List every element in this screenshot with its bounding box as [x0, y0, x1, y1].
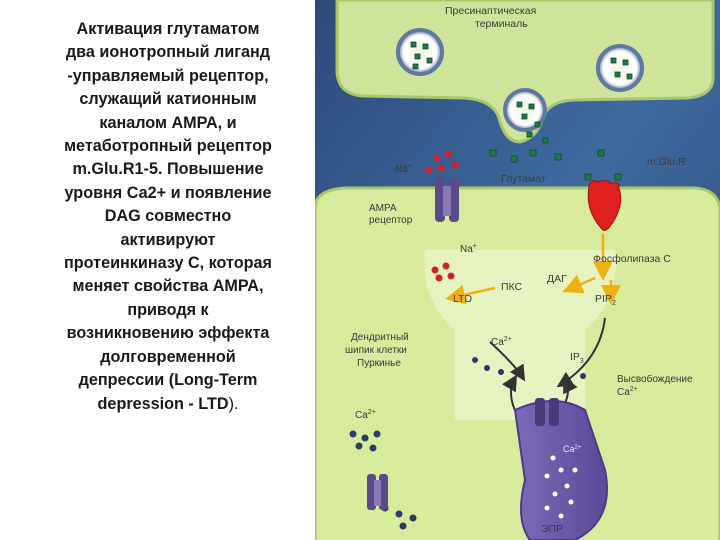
- mglur-receptor: [587, 179, 622, 231]
- spine-label: Дендритный: [351, 332, 409, 343]
- spine-membrane: [315, 186, 720, 540]
- sodium-ions-top: [425, 150, 459, 174]
- calcium-channel: [367, 474, 388, 510]
- ampa-label-2: рецептор: [369, 215, 413, 226]
- presynaptic-label-2: терминаль: [475, 18, 528, 30]
- description-line: depression - LTD).: [22, 393, 314, 416]
- description-line: служащий катионным: [79, 90, 257, 109]
- description-line: уровня Са2+ и появление: [64, 183, 272, 202]
- description-line: m.Glu.R1-5. Повышение: [72, 160, 264, 179]
- description-text: Активация глутаматом два ионотропный лиг…: [22, 18, 314, 416]
- presynaptic-label: Пресинаптическая: [445, 5, 536, 17]
- calcium-release-label-2: Ca2+: [617, 386, 638, 398]
- calcium-label-left: Ca2+: [355, 409, 376, 421]
- signaling-arrows: [445, 234, 621, 305]
- ip3-label: IP3: [570, 351, 584, 365]
- phospholipase-label: Фосфолипаза С: [593, 253, 671, 265]
- description-line: возникновению эффекта: [66, 324, 270, 343]
- dag-label: ДАГ: [547, 273, 567, 285]
- description-line: метаботропный рецептор: [64, 137, 272, 156]
- spine-label-3: Пуркинье: [357, 358, 401, 369]
- description-line: депрессии (Long-Term: [78, 371, 258, 390]
- glutamate-label: Глутамат: [501, 173, 546, 185]
- description-line: меняет свойства АМРА,: [72, 277, 264, 296]
- calcium-ions-er: [544, 455, 578, 519]
- sodium-label-mid: Na+: [460, 243, 477, 255]
- description-line: активируют: [120, 230, 216, 249]
- er-label: ЭПР: [541, 523, 563, 535]
- ltd-label: LTD: [453, 293, 472, 305]
- description-line: Активация глутаматом: [76, 20, 260, 38]
- calcium-ions-cytoplasm: [472, 357, 586, 379]
- calcium-label-er: Ca2+: [563, 444, 582, 454]
- description-tail: ).: [228, 394, 239, 413]
- spine-label-2: шипик клетки: [345, 345, 407, 356]
- description-line: каналом АМРА, и: [99, 113, 237, 132]
- calcium-label-mid: Ca2+: [491, 336, 512, 348]
- ampa-receptor: [435, 178, 459, 222]
- ampa-label: AMPA: [369, 203, 397, 214]
- description-line: протеинкиназу С, которая: [64, 254, 272, 273]
- mglur-label: m.Glu.R: [647, 156, 686, 168]
- calcium-release-label: Высвобождение: [617, 373, 693, 385]
- synapse-diagram: Пресинаптическая терминаль Na+ Глутамат …: [315, 0, 720, 540]
- synaptic-vesicles: [396, 28, 644, 132]
- glutamate-molecules: [410, 41, 633, 181]
- sodium-label-top: Na+: [395, 163, 412, 175]
- description-line: -управляемый рецептор,: [67, 66, 269, 85]
- pip2-label: PIP2: [595, 293, 616, 307]
- description-line-end: depression - LTD: [97, 394, 229, 413]
- description-line: приводя к: [127, 300, 209, 319]
- description-line: DAG совместно: [104, 207, 232, 226]
- description-line: два ионотропный лиганд: [65, 43, 271, 62]
- sodium-ions-middle: [431, 262, 455, 282]
- description-line: долговременной: [100, 347, 236, 366]
- pkc-label: ПКС: [501, 281, 523, 293]
- ip3-receptor: [535, 398, 559, 426]
